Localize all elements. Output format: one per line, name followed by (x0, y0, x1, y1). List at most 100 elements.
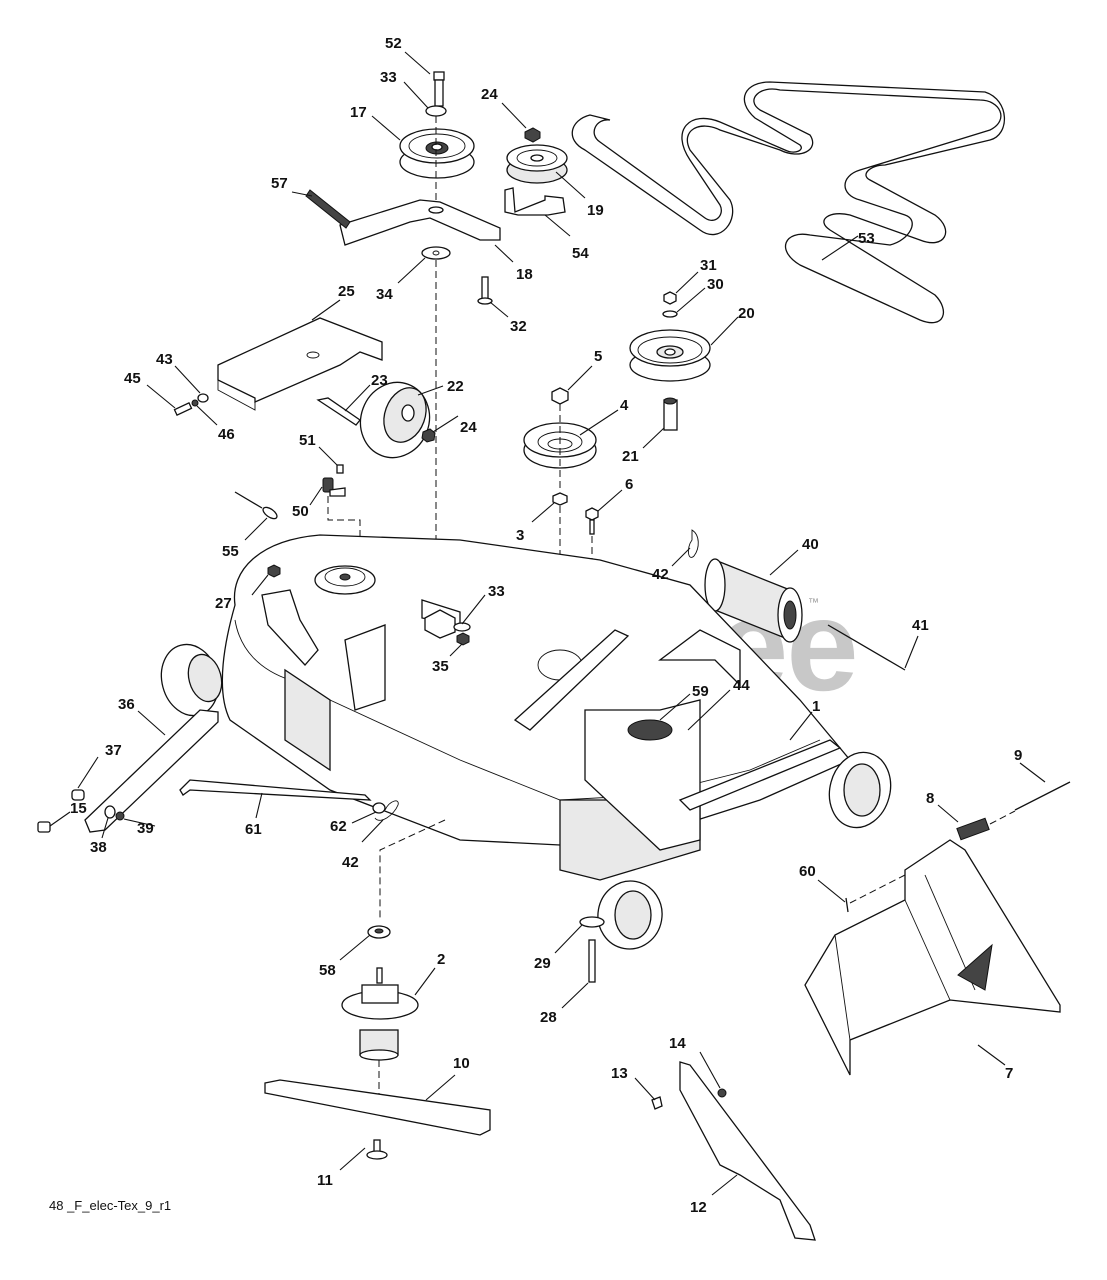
belt-53 (571, 81, 1006, 324)
callout-28: 28 (540, 1009, 557, 1026)
nut-24-wheel (421, 428, 436, 443)
nut-24-top (524, 127, 541, 143)
callout-23: 23 (371, 372, 388, 389)
bolt-52-shank (434, 79, 444, 107)
bolt-45 (173, 402, 193, 416)
gauge-wheel-22 (359, 381, 431, 459)
callout-41: 41 (912, 617, 929, 634)
idler-pulley-19 (506, 144, 568, 184)
bracket-50 (322, 477, 346, 497)
callout-18: 18 (516, 266, 533, 283)
roller-40 (704, 558, 803, 643)
callout-36: 36 (118, 696, 135, 713)
callout-46: 46 (218, 426, 235, 443)
washer-33-deck (453, 622, 471, 632)
washer-33 (425, 105, 447, 117)
idler-arm-assembly (305, 71, 501, 660)
callout-24: 24 (481, 86, 498, 103)
callout-9: 9 (1014, 747, 1022, 764)
callout-50: 50 (292, 503, 309, 520)
callout-43: 43 (156, 351, 173, 368)
watermark-trademark: ™ (808, 597, 819, 609)
callout-51: 51 (299, 432, 316, 449)
safety-label (957, 943, 993, 991)
spacer-21 (663, 397, 678, 431)
bolt-28 (588, 939, 596, 983)
discharge-chute-7 (804, 839, 1061, 1076)
callout-54: 54 (572, 245, 589, 262)
callout-30: 30 (707, 276, 724, 293)
idler-pulley-19-assembly (504, 127, 568, 216)
blade-bolt-11 (366, 1139, 388, 1160)
callout-52: 52 (385, 35, 402, 52)
callouts: 52 33 17 24 19 57 18 54 34 32 53 25 (49, 35, 1046, 1216)
link-rod-61 (179, 779, 372, 801)
callout-22: 22 (447, 378, 464, 395)
washer-34 (421, 246, 451, 260)
drawing-id: 48 _F_elec-Tex_9_r1 (49, 1198, 172, 1213)
callout-13: 13 (611, 1065, 628, 1082)
callout-10: 10 (453, 1055, 470, 1072)
callout-6: 6 (625, 476, 633, 493)
callout-1: 1 (812, 698, 820, 715)
washer-38 (104, 805, 116, 819)
callout-32: 32 (510, 318, 527, 335)
washer-29 (579, 916, 605, 928)
callout-42-lower: 42 (342, 854, 359, 871)
roller-axle-41 (827, 624, 906, 671)
blade-10 (264, 1079, 491, 1136)
callout-24-wheel: 24 (460, 419, 477, 436)
idler-pulley-20 (629, 329, 711, 382)
idler-pulley-17 (399, 128, 475, 179)
callout-21: 21 (622, 448, 639, 465)
callout-59: 59 (692, 683, 709, 700)
spring-57 (305, 189, 351, 229)
baffle-12 (679, 1061, 816, 1241)
callout-62: 62 (330, 818, 347, 835)
callout-39: 39 (137, 820, 154, 837)
callout-34: 34 (376, 286, 393, 303)
bracket-33 (424, 609, 456, 639)
bolt-6 (585, 507, 599, 535)
bearing-58 (367, 925, 391, 939)
rod-9 (1014, 781, 1071, 811)
nut-14 (717, 1088, 727, 1098)
spindle-assembly-2 (341, 967, 419, 1061)
callout-11: 11 (317, 1172, 333, 1189)
idler-arm-18 (339, 199, 501, 246)
nut-31 (663, 291, 677, 305)
callout-29: 29 (534, 955, 551, 972)
bolt-32 (477, 276, 493, 305)
eye-bolt-55 (234, 491, 278, 520)
callout-14: 14 (669, 1035, 686, 1052)
callout-25: 25 (338, 283, 355, 300)
nut-39 (115, 811, 125, 821)
hair-pin-clip-42-upper (687, 529, 699, 558)
callout-37: 37 (105, 742, 122, 759)
callout-58: 58 (319, 962, 336, 979)
bolt-51 (336, 464, 344, 474)
washer-62 (372, 802, 386, 814)
hair-pin-clip-42-lower (374, 800, 399, 821)
callout-8: 8 (926, 790, 934, 807)
callout-20: 20 (738, 305, 755, 322)
callout-15: 15 (70, 800, 87, 817)
lock-washer-46 (191, 399, 199, 407)
cotter-pin-60 (845, 897, 849, 913)
callout-12: 12 (690, 1199, 707, 1216)
callout-60: 60 (799, 863, 816, 880)
callout-27: 27 (215, 595, 232, 612)
callout-7: 7 (1005, 1065, 1013, 1082)
callout-61: 61 (245, 821, 262, 838)
washer-30 (662, 310, 678, 318)
nut-3 (552, 492, 568, 506)
hardware-43-45-46 (173, 393, 209, 416)
callout-17: 17 (350, 104, 367, 121)
callout-40: 40 (802, 536, 819, 553)
callout-44: 44 (733, 677, 750, 694)
callout-4: 4 (620, 397, 629, 414)
callout-33-deck: 33 (488, 583, 505, 600)
callout-5: 5 (594, 348, 602, 365)
bushing-15 (37, 821, 51, 833)
